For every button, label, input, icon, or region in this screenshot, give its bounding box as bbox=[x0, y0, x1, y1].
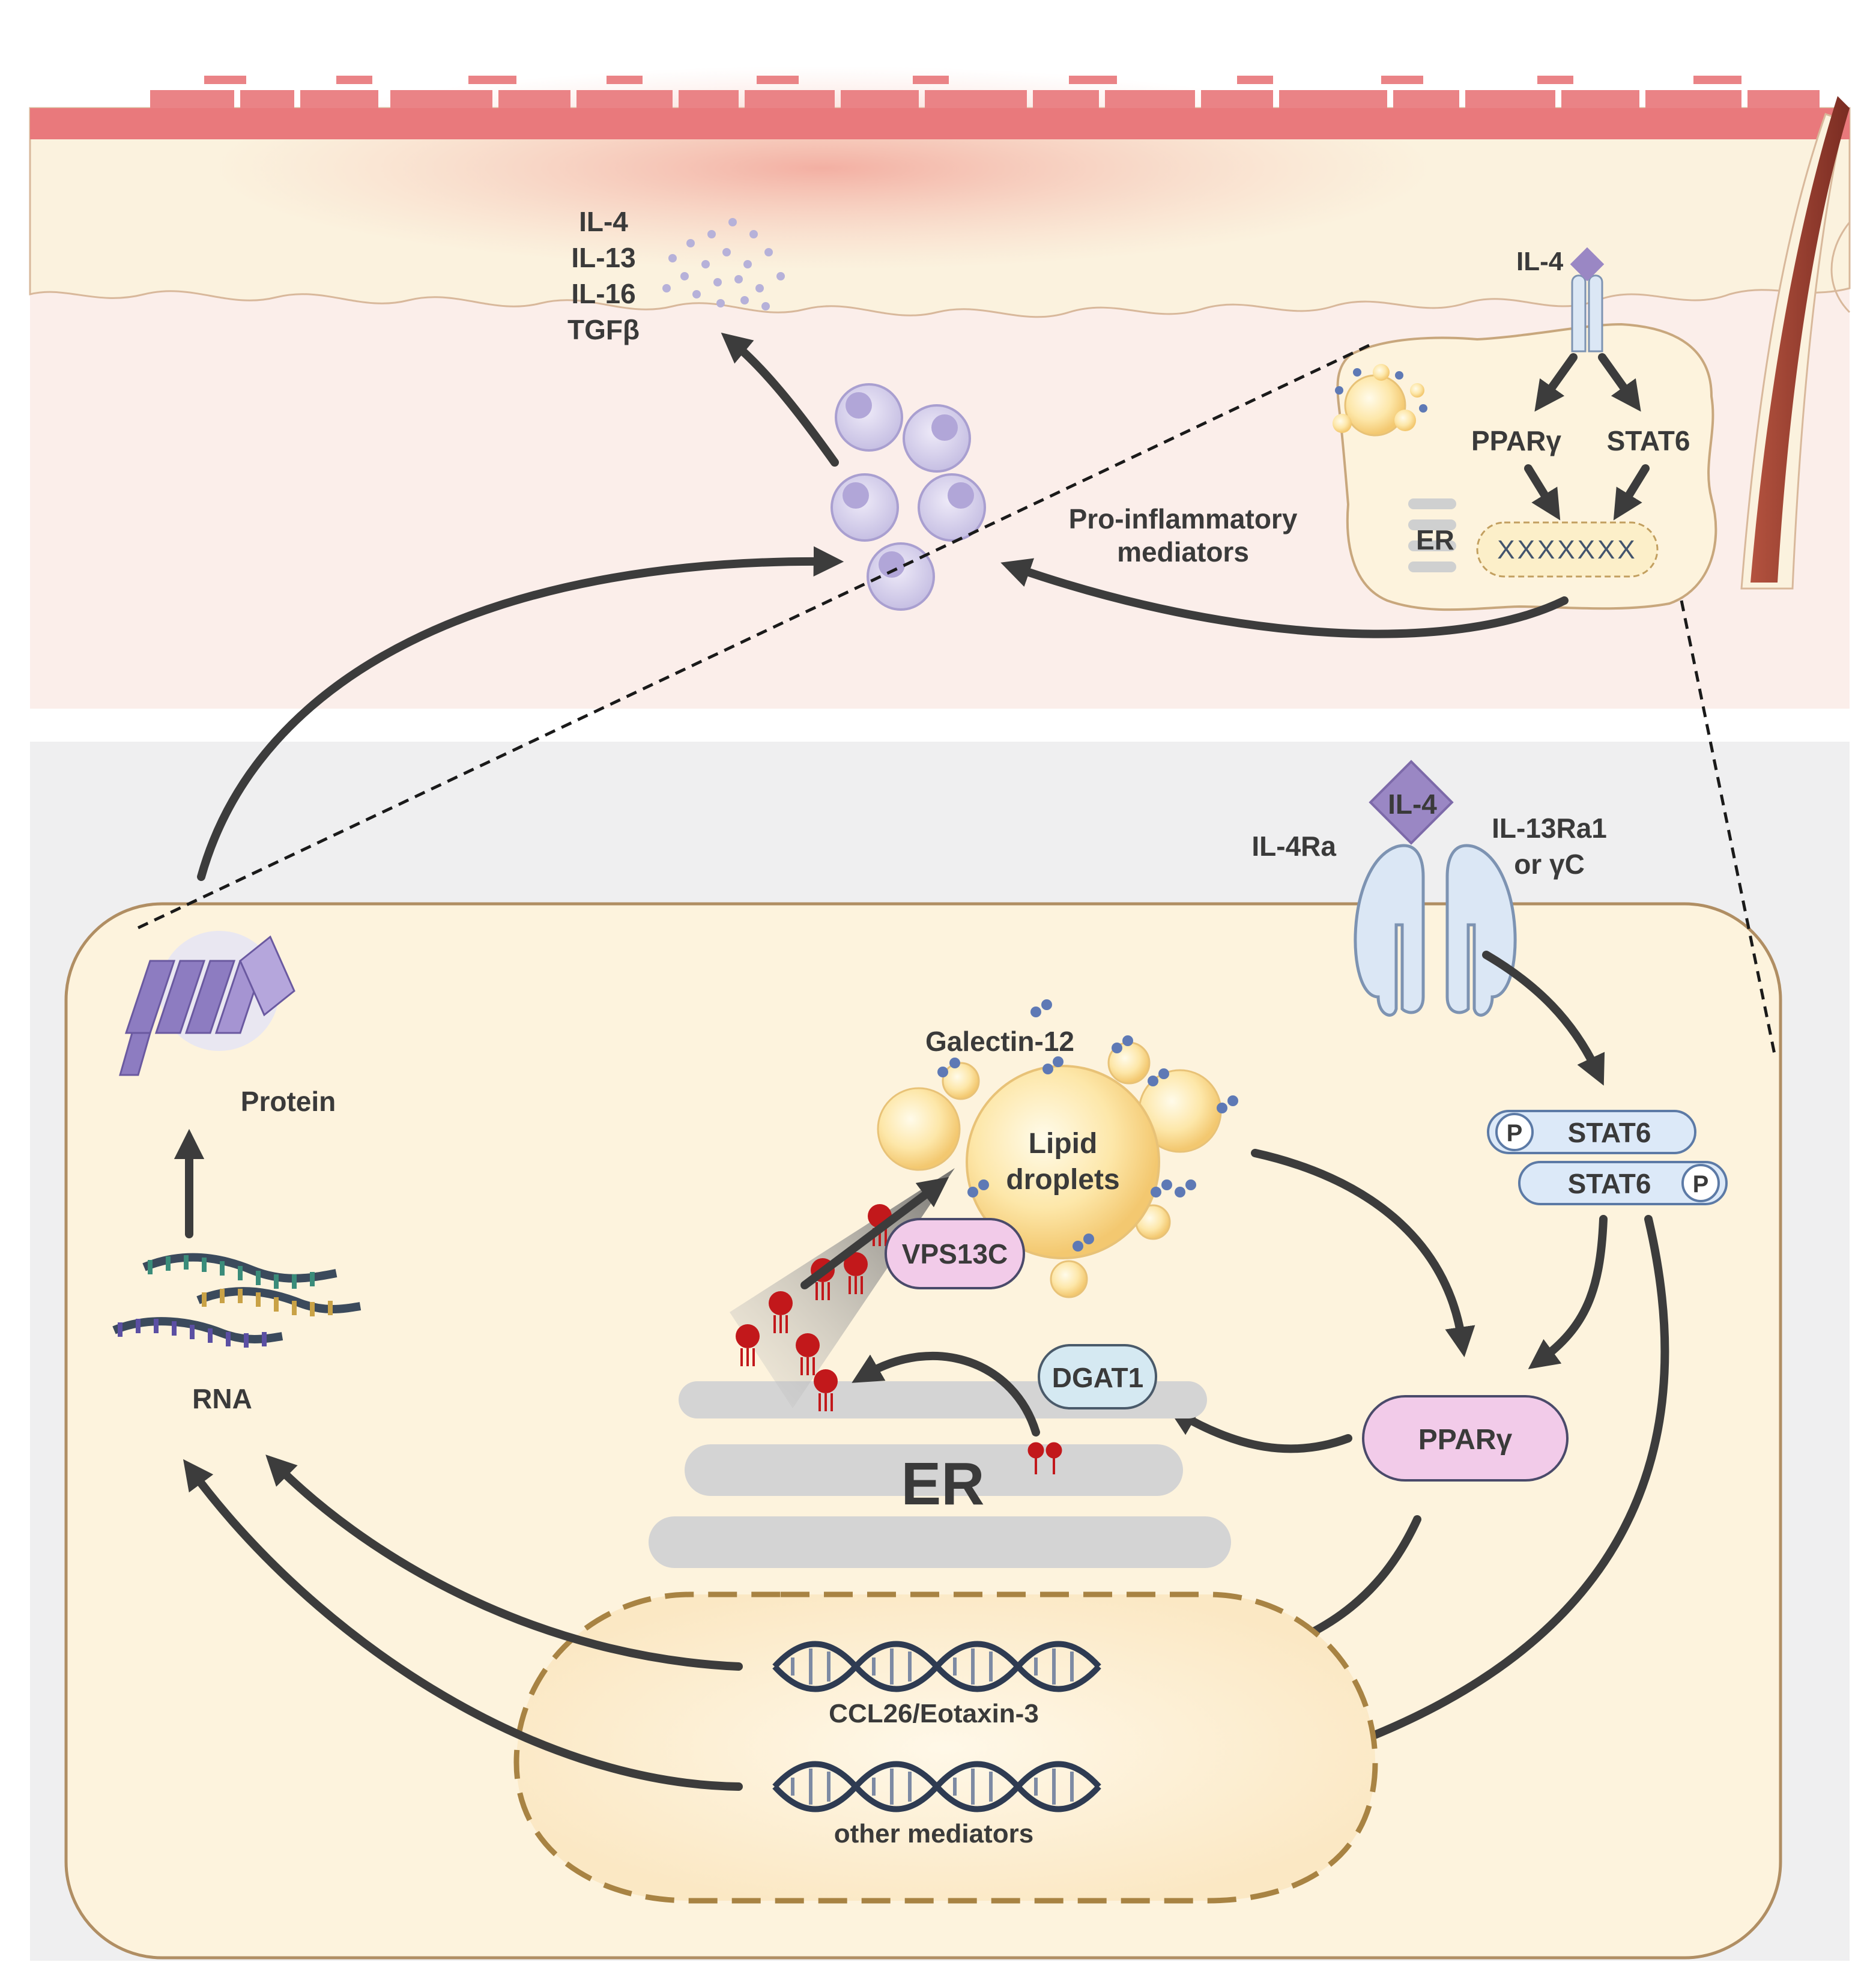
skin-scales bbox=[150, 76, 1820, 108]
stat6-bottom: P STAT6 bbox=[1518, 1161, 1728, 1205]
inset-er-label: ER bbox=[1416, 524, 1454, 556]
arrow-ccl26-rna bbox=[265, 1455, 743, 1671]
lipid-molecule-pair bbox=[1027, 1442, 1062, 1474]
arrow-inset-receptor-stat6 bbox=[1598, 353, 1641, 412]
galectin-molecules bbox=[937, 999, 1238, 1252]
arrow-inset-to-eosinophils bbox=[1000, 558, 1569, 638]
stat6-bottom-label: STAT6 bbox=[1568, 1168, 1651, 1199]
cytokine-il16: IL-16 bbox=[571, 278, 635, 309]
arrow-receptor-stat6 bbox=[1482, 951, 1605, 1086]
arrow-protein-to-eosinophils bbox=[197, 546, 844, 881]
stat6-bottom-p: P bbox=[1693, 1171, 1709, 1197]
receptor-complex bbox=[1354, 844, 1517, 1017]
eosinophil-cluster bbox=[831, 383, 986, 611]
pparg-node: PPARγ bbox=[1362, 1395, 1569, 1482]
cytokine-il4: IL-4 bbox=[579, 206, 628, 237]
inset-lipid-droplet bbox=[1333, 364, 1427, 437]
il4ra-label: IL-4Ra bbox=[1251, 831, 1336, 862]
ccl26-label: CCL26/Eotaxin-3 bbox=[829, 1699, 1039, 1728]
dna-helix-ccl26 bbox=[772, 1641, 1101, 1692]
arrow-inset-pparg-dna bbox=[1524, 464, 1561, 521]
arrow-inset-receptor-pparg bbox=[1534, 353, 1578, 412]
stat6-top: P STAT6 bbox=[1487, 1110, 1696, 1154]
arrow-pparg-dgat1 bbox=[1167, 1406, 1352, 1453]
inset-dna: XXXXXXX bbox=[1497, 535, 1637, 565]
eosinophil bbox=[835, 383, 903, 452]
eosinophil bbox=[918, 473, 986, 542]
phospho-badge bbox=[1495, 1113, 1534, 1151]
lipid-particle bbox=[796, 1333, 820, 1375]
inset-il4-ligand bbox=[1570, 247, 1605, 282]
cytokine-tgfb: TGFβ bbox=[567, 314, 640, 345]
vps13c-node: VPS13C bbox=[885, 1218, 1025, 1289]
lipid-particle bbox=[814, 1369, 838, 1411]
lipid-droplets: Lipid droplets bbox=[877, 999, 1238, 1298]
lipid-particle bbox=[844, 1252, 868, 1294]
lipid-particle bbox=[769, 1291, 793, 1333]
arrow-lipid-pparg bbox=[1251, 1149, 1475, 1357]
mediators-label-line1: Pro-inflammatory bbox=[1069, 503, 1298, 534]
dgat1-node: DGAT1 bbox=[1038, 1344, 1157, 1409]
arrow-to-lipid-droplets bbox=[800, 1176, 949, 1289]
inset-er-icon bbox=[1408, 498, 1456, 572]
protein-icon bbox=[119, 931, 295, 1076]
il4-ligand-label: IL-4 bbox=[1388, 789, 1437, 820]
other-mediators-label: other mediators bbox=[834, 1819, 1034, 1848]
il4-ligand: IL-4 bbox=[1369, 760, 1454, 845]
stat6-top-p: P bbox=[1507, 1120, 1523, 1146]
lipid-droplets-label-line1: Lipid bbox=[1029, 1128, 1098, 1160]
pparg-label: PPARγ bbox=[1418, 1424, 1513, 1456]
rna-strands bbox=[112, 1253, 362, 1348]
inset-stat6-label: STAT6 bbox=[1607, 425, 1690, 456]
eosinophil bbox=[903, 404, 971, 473]
rna-label: RNA bbox=[192, 1383, 252, 1414]
eosinophil bbox=[831, 473, 899, 542]
gammac-label: or γC bbox=[1514, 849, 1585, 880]
arrow-er-to-lipid bbox=[852, 1351, 1040, 1437]
mediators-label-line2: mediators bbox=[1117, 536, 1249, 568]
arrow-stat6-other-mediators bbox=[1192, 1215, 1669, 1799]
dna-helix-other bbox=[772, 1761, 1101, 1812]
cytokine-particles bbox=[662, 218, 785, 310]
zoom-guide-left bbox=[137, 344, 1370, 930]
il4ra-receptor bbox=[1354, 844, 1425, 1017]
lipid-droplets-label-line2: droplets bbox=[1006, 1164, 1119, 1196]
arrow-other-rna bbox=[183, 1459, 743, 1791]
cytokine-il13: IL-13 bbox=[571, 242, 635, 273]
inset-ligand-label: IL-4 bbox=[1516, 247, 1564, 276]
il13ra1-receptor bbox=[1445, 844, 1517, 1017]
phospho-badge bbox=[1681, 1164, 1720, 1202]
vps13c-label: VPS13C bbox=[902, 1238, 1008, 1270]
stat6-top-label: STAT6 bbox=[1568, 1117, 1651, 1148]
er-label: ER bbox=[901, 1450, 985, 1518]
eosinophil bbox=[867, 542, 935, 611]
skin-panel: IL-4 IL-13 IL-16 TGFβ IL-4 PPAR bbox=[29, 66, 1851, 709]
dgat1-label: DGAT1 bbox=[1052, 1362, 1144, 1393]
lipid-particle bbox=[736, 1324, 760, 1366]
hair-shaft bbox=[1750, 96, 1850, 583]
inset-nucleus bbox=[1476, 521, 1659, 578]
arrow-inset-stat6-dna bbox=[1613, 464, 1650, 521]
inset-receptor bbox=[1570, 247, 1605, 353]
lipid-molecules bbox=[1027, 1442, 1062, 1474]
galectin-label: Galectin-12 bbox=[925, 1026, 1074, 1057]
arrow-eosinophil-to-cytokines bbox=[721, 332, 839, 467]
arrow-stat6-pparg bbox=[1528, 1215, 1608, 1369]
zoom-guide-right bbox=[1680, 600, 1776, 1055]
inset-pparg-label: PPARγ bbox=[1471, 425, 1561, 456]
stratum-corneum bbox=[30, 108, 1850, 139]
follicle-edge bbox=[1830, 222, 1851, 313]
protein-label: Protein bbox=[241, 1086, 336, 1117]
nucleus bbox=[513, 1591, 1378, 1904]
il13ra1-label: IL-13Ra1 bbox=[1492, 813, 1607, 844]
cell-panel: IL-4 IL-4Ra IL-13Ra1 or γC P STAT6 P STA… bbox=[30, 742, 1850, 1961]
